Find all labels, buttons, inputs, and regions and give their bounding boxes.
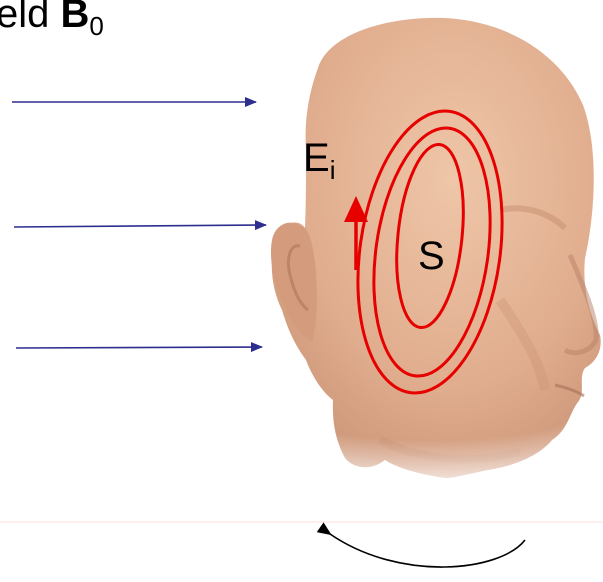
field-arrow-bottom <box>16 347 262 348</box>
neck-fade <box>260 380 603 490</box>
ear <box>271 223 317 342</box>
surface-label: S <box>418 236 445 276</box>
field-title-prefix: eld <box>0 0 61 36</box>
magnetic-field-arrows <box>12 102 266 348</box>
field-arrow-middle <box>14 225 266 227</box>
induced-field-subscript: i <box>330 155 336 185</box>
rotation-arrow <box>330 534 525 567</box>
field-symbol-subscript: 0 <box>89 11 103 41</box>
induced-field-symbol: E <box>303 136 330 180</box>
induced-field-label: Ei <box>303 138 335 183</box>
field-title: eld B0 <box>0 0 104 39</box>
field-symbol: B <box>61 0 90 36</box>
